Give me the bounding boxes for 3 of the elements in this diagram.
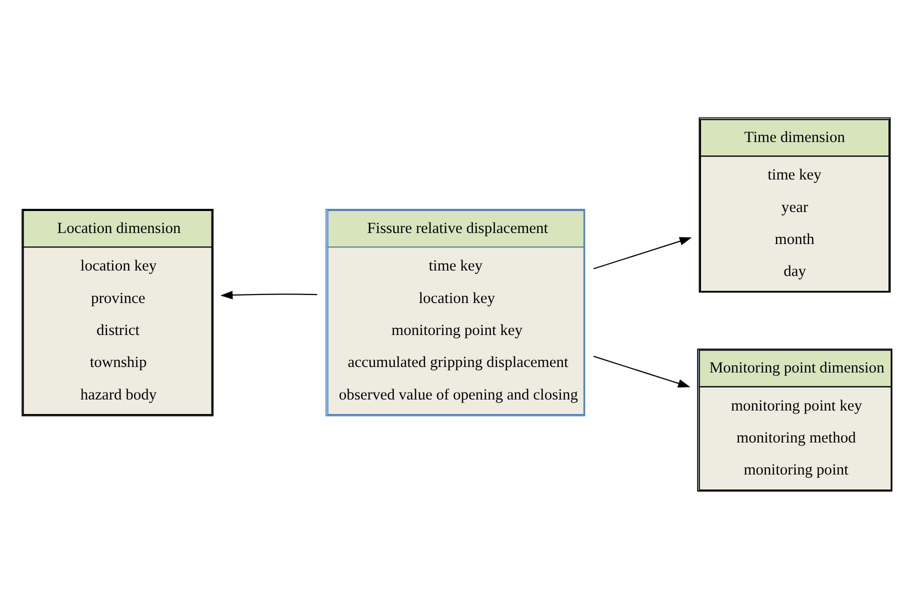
arrow: [593, 237, 692, 270]
arrow: [220, 290, 318, 300]
arrow: [593, 356, 690, 388]
